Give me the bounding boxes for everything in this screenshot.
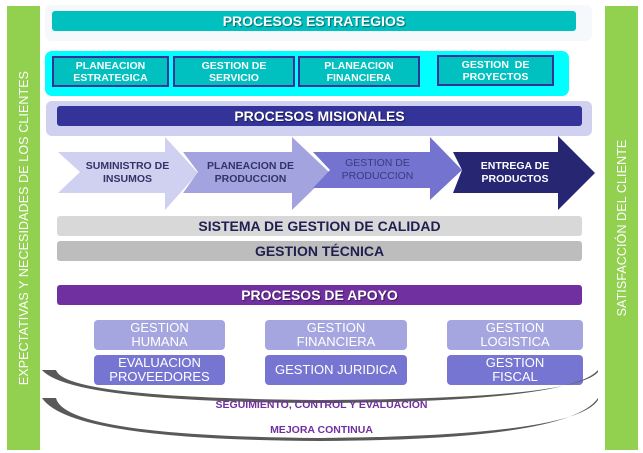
item-line: GESTION DE — [461, 58, 530, 71]
arrow-planeacion-produccion — [183, 137, 330, 210]
item-line: GESTION JURIDICA — [274, 362, 398, 377]
item-line: GESTION — [306, 320, 366, 335]
improvement-label: MEJORA CONTINUA — [270, 424, 373, 436]
item-line: GESTION — [485, 355, 545, 370]
item-line: PLANEACION — [324, 59, 394, 72]
item-line: HUMANA — [131, 334, 188, 349]
arrow-line: INSUMOS — [102, 173, 152, 185]
arrow-line: PRODUCCION — [341, 170, 414, 182]
quality-system-bar: SISTEMA DE GESTION DE CALIDAD — [57, 216, 582, 236]
arrow-entrega-productos — [453, 136, 595, 210]
technical-management-bar: GESTION TÉCNICA — [57, 241, 582, 261]
customer-expectations-bar: EXPECTATIVAS Y NECESIDADES DE LOS CLIENT… — [7, 6, 40, 450]
support-item-gestion-juridica: GESTION JURIDICA — [265, 355, 407, 385]
monitoring-label: SEGUIMIENTO, CONTROL Y EVALUACION — [215, 399, 428, 411]
missional-processes-title: PROCESOS MISIONALES — [57, 106, 582, 126]
item-line: PLANEACION — [75, 59, 146, 72]
arrow-line: ENTREGA DE — [480, 160, 550, 172]
item-line: GESTION — [485, 320, 545, 335]
arrow-line: GESTION DE — [345, 157, 410, 169]
item-line: GESTION DE — [201, 59, 267, 72]
arrow-line: SUMINISTRO DE — [85, 160, 170, 172]
item-line: FISCAL — [492, 369, 538, 384]
item-line: PROYECTOS — [462, 70, 529, 83]
customer-satisfaction-bar: SATISFACCIÓN DEL CLIENTE — [605, 6, 638, 450]
item-line: PROVEEDORES — [109, 369, 210, 384]
arrow-gestion-produccion — [313, 137, 462, 200]
item-line: FINANCIERA — [296, 334, 376, 349]
arrow-line: PRODUCTOS — [481, 173, 549, 185]
arrow-line: PLANEACION DE — [207, 160, 294, 172]
item-line: FINANCIERA — [326, 71, 392, 84]
support-processes-title: PROCESOS DE APOYO — [57, 285, 582, 305]
item-line: GESTION — [130, 320, 189, 335]
strategic-processes-title: PROCESOS ESTRATEGIOS — [52, 11, 576, 31]
item-line: SERVICIO — [208, 71, 259, 84]
arrow-suministro-insumos — [58, 137, 198, 210]
arrow-line: PRODUCCION — [214, 173, 287, 185]
item-line: ESTRATEGICA — [73, 71, 148, 84]
item-line: EVALUACION — [118, 355, 201, 370]
item-line: LOGISTICA — [480, 334, 550, 349]
